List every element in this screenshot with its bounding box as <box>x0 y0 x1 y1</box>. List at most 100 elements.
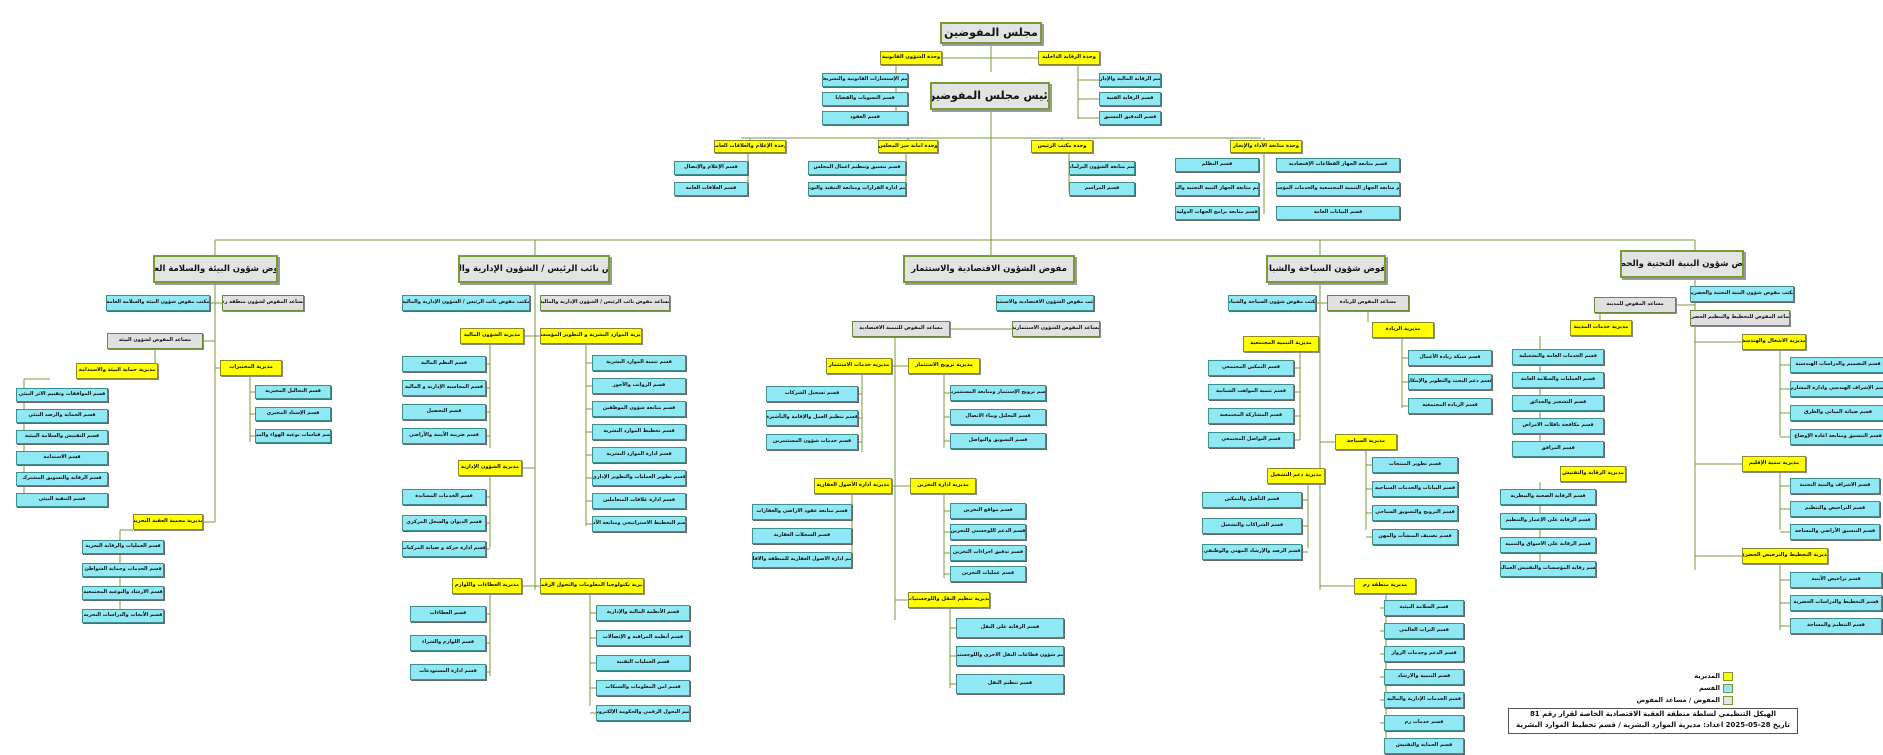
tour-social-section-box: قسم التواصل المجتمعي <box>1208 432 1294 448</box>
infra-control-section-box: قسم الرقابة على الاسواق والتنمية <box>1500 537 1596 553</box>
tour-assistant-box: مساعد المفوض للريادة <box>1327 295 1409 311</box>
admin-hr-section-box: قسم ادارة الموارد البشرية <box>592 447 686 463</box>
tour-tourism-section-box: قسم البيانات والخدمات السياحية <box>1372 481 1458 497</box>
admin-it-section-box: قسم التحول الرقمي والحكومة الإلكترونية <box>596 705 690 721</box>
tour-rum-section-box: قسم الحماية والتفتيش <box>1384 738 1464 754</box>
tour-rum-section-box: قسم خدمات رم <box>1384 715 1464 731</box>
performance-section-box: قسم متابعة الجهاز البنية التحتية والبيئة <box>1175 182 1259 196</box>
econ-land-section-box: قسم السجلات العقارية <box>752 528 852 544</box>
econ-invserv-section-box: قسم تسجيل الشركات <box>766 386 858 402</box>
econ-customs-section-box: قسم تدقيق اجراءات التخزين <box>950 545 1026 561</box>
econ-land-directorate-box: مديرية ادارة الأصول العقارية <box>814 478 892 494</box>
infra-urban-section-box: قسم التنظيم والمساحة <box>1790 618 1882 634</box>
tour-rum-section-box: قسم التنمية والارشاد <box>1384 669 1464 685</box>
env-protect-section-box: قسم الرقابة والتسويق المشترك <box>16 472 108 486</box>
president-office-section-box: قسم المراسم <box>1069 182 1135 196</box>
footer-line1: الهيكل التنظيمي لسلطة منطقة العقبة الاقت… <box>1529 710 1777 718</box>
audit-section-box: قسم التدقيق المسبق <box>1099 111 1161 125</box>
tour-entre-directorate-box: مديرية الريادة <box>1372 322 1434 338</box>
admin-hr-section-box: قسم تنمية الموارد البشرية <box>592 355 686 371</box>
tour-tourism-section-box: قسم الترويج والتسويق السياحي <box>1372 505 1458 521</box>
infra-city-section-box: قسم الخدمات العامة والتشغيلية <box>1512 349 1604 365</box>
footer-caption: الهيكل التنظيمي لسلطة منطقة العقبة الاقت… <box>1508 708 1798 734</box>
performance-section-box: قسم متابعة الجهاز القطاعات الإقتصادية <box>1276 158 1400 172</box>
env-protect-section-box: قسم الاستدامة <box>16 451 108 465</box>
admin-it-section-box: قسم الأنظمة المالية والإدارية <box>596 605 690 621</box>
audit-unit-box: وحدة الرقابة الداخلية <box>1038 51 1100 65</box>
council-box: مجلس المفوضين <box>940 22 1042 44</box>
econ-customs-section-box: قسم مواقع التخزين <box>950 503 1026 519</box>
infra-city-section-box: قسم المرافق <box>1512 441 1604 457</box>
tour-entre-section-box: قسم شبكة ريادة الأعمال <box>1408 350 1492 366</box>
performance-section-box: قسم البيانات العامة <box>1276 206 1400 220</box>
infra-works-section-box: قسم التنسيق ومتابعة اعادة الإوضاع <box>1790 429 1883 445</box>
infra-commissioner-box: مفوض شؤون البنية التحتية والحضرية <box>1620 250 1744 278</box>
audit-section-box: قسم الرقابة المالية والإدارية <box>1099 73 1161 87</box>
tour-social-section-box: قسم تنمية المواهب الشبابية <box>1208 384 1294 400</box>
tour-tourism-section-box: قسم تطوير المنتجات <box>1372 457 1458 473</box>
legal-unit-box: وحدة الشؤون القانونية <box>880 51 942 65</box>
econ-promo-section-box: قسم ترويج الإستثمار ومتابعة المستثمرين <box>950 385 1046 401</box>
env-assistant-env-box: مساعد المفوض لشؤون البيئة <box>107 333 203 349</box>
infra-control-section-box: قسم الرقابة على الإعمار والتنظيم <box>1500 513 1596 529</box>
performance-section-box: قسم التظلم <box>1175 158 1259 172</box>
legal-section-box: قسم الإستشارات القانونية والتشريعات <box>822 73 908 87</box>
infra-control-directorate-box: مديرية الرقابة والتفتيش <box>1560 466 1626 482</box>
econ-invserv-section-box: قسم تنظيم العمل والإقامة والتأشيرة <box>766 410 858 426</box>
admin-finance-section-box: قسم التحصيل <box>402 404 486 420</box>
admin-procurement-directorate-box: مديرية العطاءات واللوازم <box>452 578 522 594</box>
econ-customs-directorate-box: مديرية ادارة التخزين <box>910 478 976 494</box>
admin-procurement-section-box: قسم العطاءات <box>410 606 486 622</box>
admin-finance-section-box: قسم المحاسبة الإدارية و المالية <box>402 380 486 396</box>
infra-city-section-box: قسم العمليات والسلامة العامة <box>1512 372 1604 388</box>
legend-section-label: القسم <box>1698 684 1720 692</box>
tour-commissioner-box: مفوض شؤون السياحة والشباب <box>1266 255 1386 283</box>
admin-hr-directorate-box: مديرية الموارد البشرية و التطوير المؤسسي <box>540 328 642 344</box>
president-office-unit-box: وحدة مكتب الرئيس <box>1031 140 1093 153</box>
tour-employ-section-box: قسم التأهيل والتمكين <box>1202 492 1302 508</box>
infra-region-section-box: قسم الاشراف والبنية التحتية <box>1790 478 1880 494</box>
tour-rum-section-box: قسم الخدمات الإدارية والمالية <box>1384 692 1464 708</box>
env-assistant-rum-box: مساعد المفوض لشؤون منطقة رم <box>222 295 304 311</box>
econ-customs-section-box: قسم الدعم اللوجستي للتخزين <box>950 524 1026 540</box>
admin-commissioner-box: مفوض نائب الرئيس / الشؤون الإدارية والما… <box>458 255 610 283</box>
env-protect-directorate-box: مديرية حماية البيئة والاستدامة <box>76 363 158 379</box>
admin-hr-section-box: قسم تطوير العمليات والتطوير الإداري <box>592 470 686 486</box>
env-marine-section-box: قسم الارشاد والتوعية المجتمعية <box>82 586 164 600</box>
admin-hr-section-box: قسم تخطيط الموارد البشرية <box>592 424 686 440</box>
econ-promo-section-box: قسم التحليل وبناء الاتصال <box>950 409 1046 425</box>
admin-hr-section-box: قسم ادارة علاقات المتعاملين <box>592 493 686 509</box>
infra-region-section-box: قسم التنسيق الأراضي والمساحة <box>1790 524 1880 540</box>
admin-assistant-box: مساعد مفوض نائب الرئيس / الشؤون الإدارية… <box>540 295 670 311</box>
tour-social-section-box: قسم المشاركة المجتمعية <box>1208 408 1294 424</box>
env-protect-section-box: قسم التفتيش والسلامة البيئية <box>16 430 108 444</box>
env-marine-section-box: قسم العمليات والرقابة البحرية <box>82 540 164 554</box>
infra-assistant-planning-box: مساعد المفوض للتخطيط والتنظيم الحضري <box>1690 310 1790 326</box>
infra-city-section-box: قسم التشجير والحدائق <box>1512 395 1604 411</box>
footer-line2: تاريخ 28-05-2025 اعداد: مديرية الموارد ا… <box>1516 721 1790 729</box>
env-labs-directorate-box: مديرية المختبرات <box>220 360 282 376</box>
env-protect-section-box: قسم التنقية البيئي <box>16 493 108 507</box>
legal-section-box: قسم العقود <box>822 111 908 125</box>
env-protect-section-box: قسم الموافقات وتقييم الاثر البيئي <box>16 388 108 402</box>
media-section-box: قسم العلاقات العامة <box>674 182 748 196</box>
admin-it-section-box: قسم امن المعلومات والشبكات <box>596 680 690 696</box>
infra-works-section-box: قسم الإشراف الهندسي وادارة المشاريع <box>1790 381 1883 397</box>
admin-hr-section-box: قسم متابعة شؤون الموظفين <box>592 401 686 417</box>
tour-employ-section-box: قسم الرصد والإرشاد المهني والوظيفي <box>1202 544 1302 560</box>
env-labs-section-box: قسم قياسات نوعية الهواء والمياه <box>255 429 331 443</box>
infra-office-box: مكتب مفوض شؤون البنية التحتية والحضرية <box>1690 286 1794 302</box>
infra-urban-directorate-box: مديرية التخطيط والترخيص الحضري <box>1742 548 1828 564</box>
infra-assistant-city-box: مساعد المفوض للمدينة <box>1594 297 1676 313</box>
infra-works-section-box: قسم صيانة المباني والطرق <box>1790 405 1883 421</box>
council-secretariat-section-box: قسم ادارة القرارات ومتابعة التنفيذ والتو… <box>808 182 906 196</box>
infra-urban-section-box: قسم التخطيط والدراسات الحضرية <box>1790 595 1882 611</box>
admin-admin-section-box: قسم الخدمات المساندة <box>402 489 486 505</box>
tour-entre-section-box: قسم الريادة المجتمعية <box>1408 398 1492 414</box>
president-office-section-box: قسم متابعة الشؤون البرلمانية <box>1069 161 1135 175</box>
tour-rum-section-box: قسم التراث العالمي <box>1384 623 1464 639</box>
infra-control-section-box: قسم رقابة المؤسسات والتفتيش العمالي <box>1500 561 1596 577</box>
legend-directorate-label: المديرية <box>1694 672 1720 680</box>
econ-assistant-investment-box: مساعد المفوض للشؤون الاستثمارية <box>1012 321 1100 337</box>
econ-invserv-section-box: قسم خدمات شؤون المستثمرين <box>766 434 858 450</box>
